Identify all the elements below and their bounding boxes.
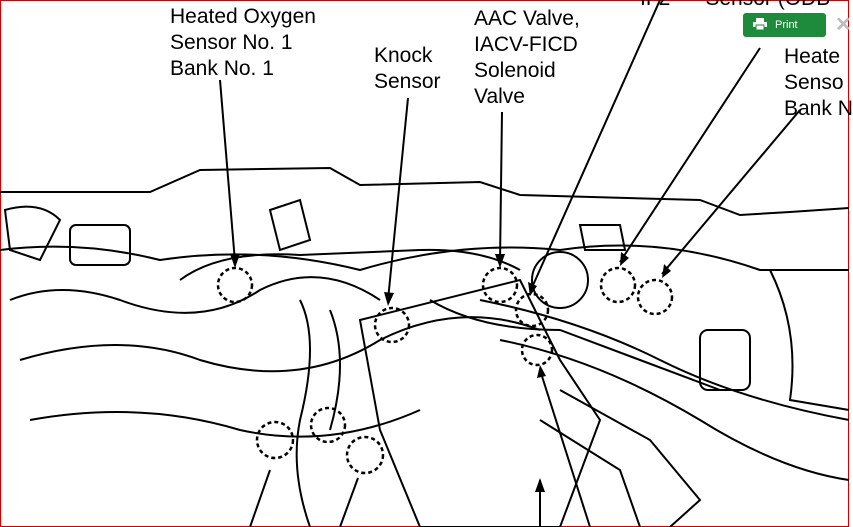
coolant-bottle xyxy=(699,329,751,391)
hose-4 xyxy=(479,299,850,421)
plug xyxy=(268,198,312,252)
leader-line xyxy=(529,0,661,293)
arrow-head xyxy=(537,365,546,378)
bracket-left xyxy=(3,205,62,262)
leader-line xyxy=(387,97,409,301)
arrow-head xyxy=(535,478,545,492)
plug-2 xyxy=(578,224,627,251)
leader-line xyxy=(249,469,271,527)
hose-3 xyxy=(29,409,421,438)
component-left xyxy=(69,224,131,266)
engine-body xyxy=(0,244,849,272)
arrow-head xyxy=(620,252,629,266)
leader-line xyxy=(661,109,801,275)
callout-circle xyxy=(345,435,385,475)
callout-circle xyxy=(309,406,347,444)
callout-circle xyxy=(520,333,554,367)
pipe-2 xyxy=(329,309,341,431)
callout-circle xyxy=(373,306,411,344)
engine-outline xyxy=(0,166,850,217)
close-icon[interactable]: ✕ xyxy=(835,14,852,36)
leader-line xyxy=(339,477,359,527)
arrow-head xyxy=(662,264,671,278)
callout-circle xyxy=(599,266,637,304)
printer-icon xyxy=(753,17,767,33)
hose-right xyxy=(769,269,850,411)
leader-line xyxy=(499,111,503,263)
print-button[interactable]: Print xyxy=(743,13,826,37)
callout-circle xyxy=(255,420,295,460)
label-knock-sensor: Knock Sensor xyxy=(374,44,441,93)
label-top-partial: IF2 Sensor (ODB xyxy=(640,0,830,12)
intake-tube xyxy=(559,389,702,527)
pipe-1 xyxy=(295,299,311,527)
print-label: Print xyxy=(775,19,798,31)
hose-1 xyxy=(9,276,381,314)
arrow-head xyxy=(384,292,394,306)
label-aac-valve: AAC Valve, IACV-FICD Solenoid Valve xyxy=(474,7,580,108)
callout-circle xyxy=(636,278,674,316)
leader-line xyxy=(619,47,761,263)
arrow-head xyxy=(495,254,505,268)
arrow-head xyxy=(230,254,240,268)
leader-line xyxy=(219,79,236,263)
callout-circle xyxy=(514,292,550,328)
hose-2 xyxy=(19,316,541,373)
intake-tube-2 xyxy=(539,419,641,527)
wire-harness-2 xyxy=(429,299,721,391)
arrow-head xyxy=(528,282,537,296)
wire-harness-1 xyxy=(179,248,521,281)
label-heated-oxygen-sensor-bank-1: Heated Oxygen Sensor No. 1 Bank No. 1 xyxy=(170,5,316,80)
intake-body xyxy=(358,278,602,527)
leader-line xyxy=(539,369,591,527)
reservoir-cap xyxy=(531,251,589,309)
label-heated-oxygen-sensor-right: Heate Senso Bank N xyxy=(784,45,853,120)
